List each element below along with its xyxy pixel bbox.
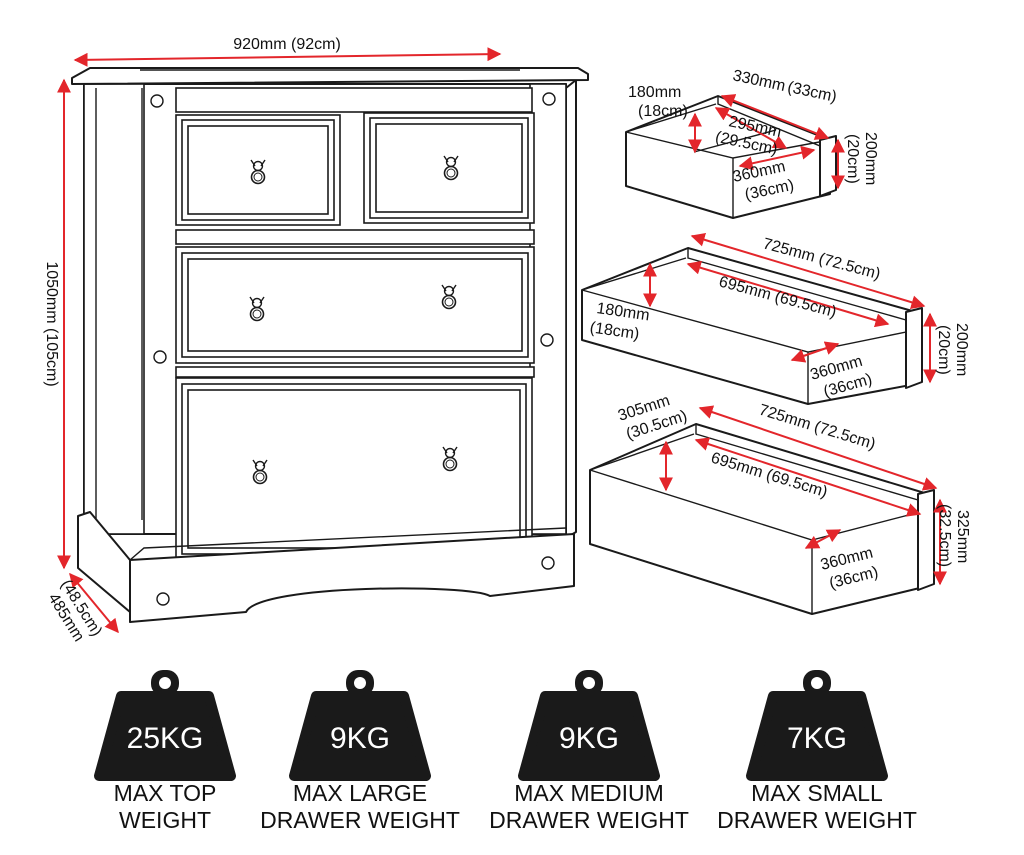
weight-label-line1: MAX MEDIUM	[514, 780, 664, 806]
large-outer-height-mm: 325mm	[954, 510, 971, 563]
post-knob-icon	[150, 94, 164, 108]
large-outer-height-cm: (32.5cm)	[936, 504, 953, 567]
chest-width-label: 920mm (92cm)	[233, 36, 341, 53]
small-outer-height-mm: 200mm	[862, 132, 879, 185]
medium-inner-height-cm: (18cm)	[589, 319, 641, 343]
chest-of-drawers	[71, 67, 589, 623]
large-outer-width: 725mm (72.5cm)	[757, 402, 878, 454]
small-inner-height-mm: 180mm	[628, 84, 681, 101]
weight-value: 7KG	[787, 722, 847, 755]
weight-item: 9KG MAX LARGE DRAWER WEIGHT	[260, 670, 460, 833]
weight-item: 9KG MAX MEDIUM DRAWER WEIGHT	[489, 670, 689, 833]
weight-label-line2: DRAWER WEIGHT	[717, 807, 917, 833]
post-knob-icon	[153, 350, 167, 364]
weight-limits: 25KG MAX TOP WEIGHT 9KG MAX LARGE DRAWER…	[99, 670, 917, 833]
weight-value: 25KG	[127, 722, 204, 755]
large-drawer	[589, 405, 947, 615]
weight-label-line1: MAX SMALL	[751, 780, 883, 806]
weight-value: 9KG	[330, 722, 390, 755]
chest-height-label: 1050mm (105cm)	[43, 261, 60, 386]
weight-label-line2: DRAWER WEIGHT	[489, 807, 689, 833]
medium-outer-height-cm: (20cm)	[935, 325, 952, 375]
weight-value: 9KG	[559, 722, 619, 755]
plinth-knob-icon	[541, 556, 555, 570]
small-drawer	[625, 94, 845, 219]
post-knob-icon	[540, 333, 554, 347]
plinth-knob-icon	[156, 592, 170, 606]
weight-label-line2: WEIGHT	[119, 807, 211, 833]
weight-label-line2: DRAWER WEIGHT	[260, 807, 460, 833]
weight-label-line1: MAX LARGE	[293, 780, 427, 806]
small-inner-height-cm: (18cm)	[638, 103, 688, 120]
small-outer-width-cm: (33cm)	[786, 79, 838, 106]
weight-item: 25KG MAX TOP WEIGHT	[99, 670, 231, 833]
small-outer-width-mm: 330mm	[731, 67, 787, 95]
weight-label-line1: MAX TOP	[114, 780, 217, 806]
small-outer-height-cm: (20cm)	[844, 134, 861, 184]
weight-item: 7KG MAX SMALL DRAWER WEIGHT	[717, 670, 917, 833]
medium-outer-height-mm: 200mm	[953, 323, 970, 376]
post-knob-icon	[542, 92, 556, 106]
medium-drawer	[581, 232, 937, 405]
